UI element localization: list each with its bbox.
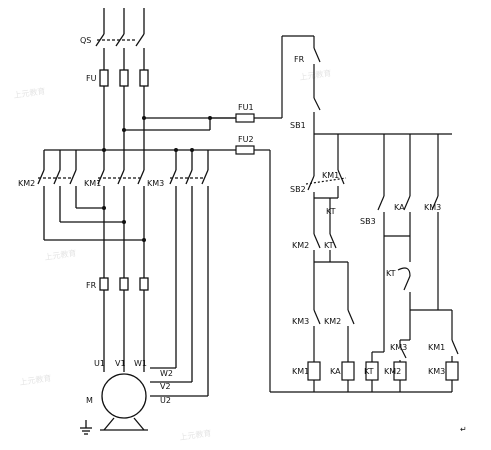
v2-label: V2: [160, 382, 171, 391]
km3-nc-label: KM3: [292, 317, 309, 326]
u1-label: U1: [94, 359, 105, 368]
power-circuit: [37, 8, 236, 435]
w1-label: W1: [134, 359, 147, 368]
km2-power-label: KM2: [18, 179, 35, 188]
fu-label: FU: [86, 74, 97, 83]
coil-label: KA: [330, 367, 341, 376]
watermark-text: 上元教育: [44, 248, 77, 262]
km2-nc-label: KM2: [324, 317, 341, 326]
ka-contact-label: KA: [394, 203, 405, 212]
fr-control-label: FR: [294, 55, 305, 64]
km3-power-label: KM3: [147, 179, 164, 188]
km1-power-label: KM1: [84, 179, 101, 188]
sb3-label: SB3: [360, 217, 376, 226]
watermark-text: 上元教育: [13, 86, 46, 100]
junction-dots: [102, 116, 212, 242]
coil-label: KM2: [384, 367, 401, 376]
fu1-label: FU1: [238, 103, 254, 112]
watermark-text: 上元教育: [19, 373, 52, 387]
watermark-text: 上元教育: [299, 68, 332, 82]
control-circuit: [210, 35, 459, 393]
v1-label: V1: [115, 359, 126, 368]
fr-power-label: FR: [86, 281, 97, 290]
km1-contact-label: KM1: [322, 171, 339, 180]
coil-label: KT: [364, 367, 374, 376]
sb1-label: SB1: [290, 121, 306, 130]
watermark-text: 上元教育: [179, 428, 212, 442]
u2-label: U2: [160, 396, 171, 405]
km2-contact-label: KM2: [292, 241, 309, 250]
kt-timed-label: KT: [386, 269, 396, 278]
watermark: 上元教育 上元教育 上元教育 上元教育 上元教育: [13, 68, 332, 442]
qs-label: QS: [80, 36, 91, 45]
coil-label: KM3: [428, 367, 445, 376]
coil-label: KM1: [292, 367, 309, 376]
kt-contact-label: KT: [326, 207, 336, 216]
fu2-label: FU2: [238, 135, 254, 144]
end-mark: ↵: [460, 425, 467, 434]
motor-label: M: [86, 396, 93, 405]
km1-nc-label: KM1: [428, 343, 445, 352]
w2-label: W2: [160, 369, 173, 378]
km3-contact-label: KM3: [424, 203, 441, 212]
sb2-label: SB2: [290, 185, 306, 194]
kt-nc-label: KT: [324, 241, 334, 250]
km3-nc2-label: KM3: [390, 343, 407, 352]
